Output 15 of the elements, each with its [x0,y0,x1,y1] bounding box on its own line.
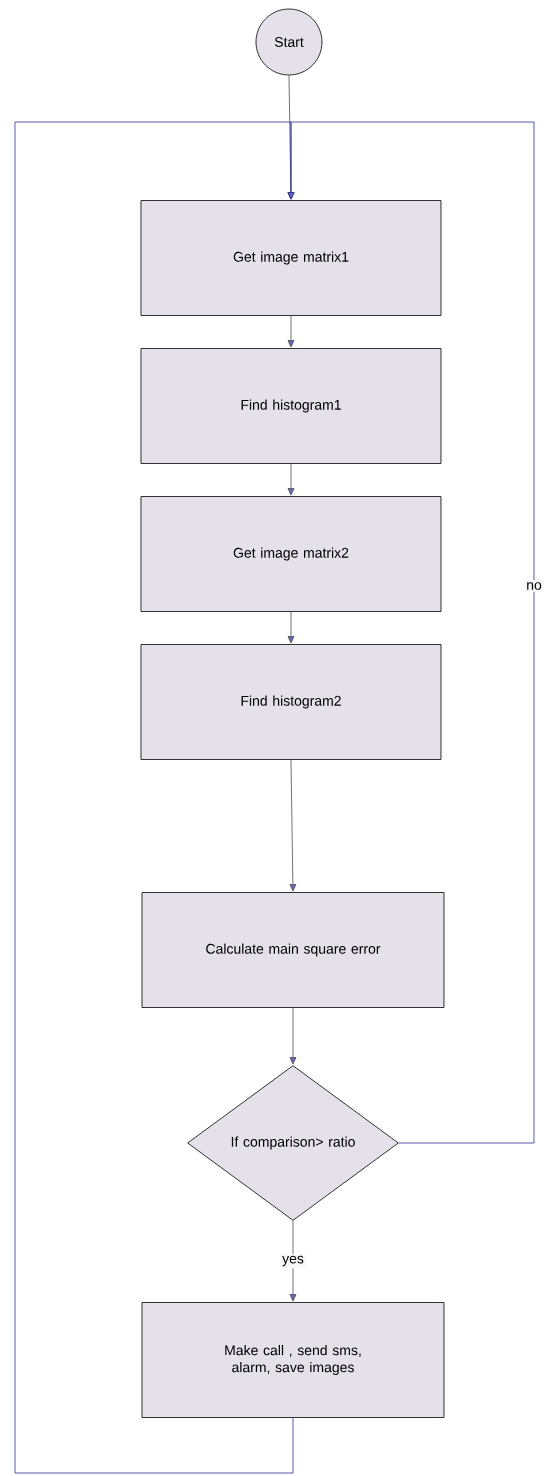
process-box: Find histogram2 [140,644,442,760]
arrow [287,315,295,348]
arrow [14,121,295,1474]
process-box: Make call , send sms, alarm, save images [141,1302,445,1418]
process-box: Find histogram1 [140,348,442,464]
process-box: Get image matrix1 [140,200,442,316]
arrow [287,611,295,644]
arrow [289,1220,297,1302]
edge-label: no [524,580,544,592]
arrow [289,1007,297,1065]
arrow [289,759,297,892]
edge-label: yes [280,1253,306,1269]
arrow [287,463,295,496]
process-box: Get image matrix2 [140,496,442,612]
process-box: Calculate main square error [141,892,445,1008]
